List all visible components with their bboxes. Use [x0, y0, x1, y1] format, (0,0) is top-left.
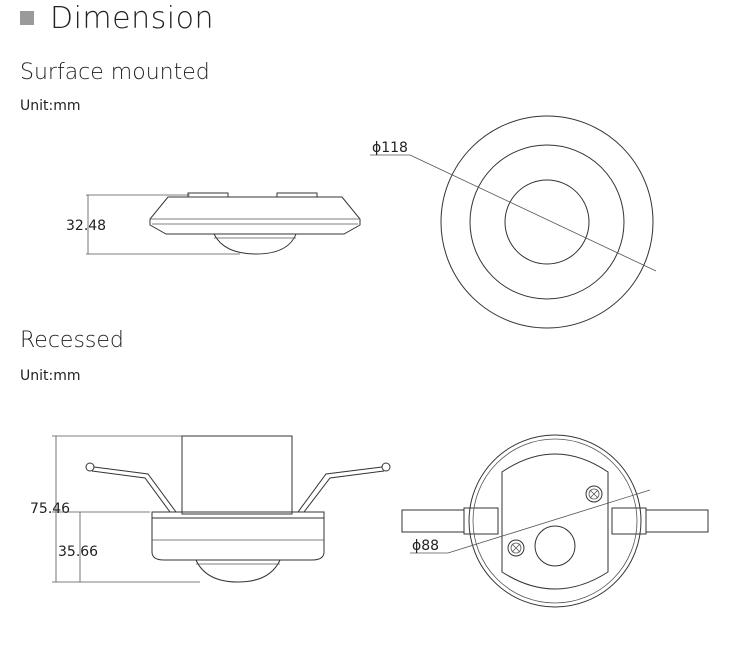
surface-mounted-title: Surface mounted	[20, 60, 210, 85]
surface-unit-label: Unit:mm	[20, 98, 81, 114]
recessed-unit-label: Unit:mm	[20, 368, 81, 384]
recessed-total-height-label: 75.46	[30, 501, 70, 517]
surface-side-view	[86, 192, 361, 255]
surface-diameter-label: ϕ118	[372, 140, 408, 156]
surface-top-view	[370, 115, 657, 329]
page-title: Dimension	[50, 0, 214, 36]
page-title-row: Dimension	[20, 0, 214, 36]
recessed-title: Recessed	[20, 328, 124, 353]
recessed-top-view	[401, 434, 709, 608]
surface-height-label: 32.48	[66, 218, 106, 234]
recessed-diameter-label: ϕ88	[412, 538, 439, 554]
title-square-icon	[20, 11, 34, 25]
recessed-side-view	[52, 435, 391, 583]
recessed-body-height-label: 35.66	[58, 544, 98, 560]
